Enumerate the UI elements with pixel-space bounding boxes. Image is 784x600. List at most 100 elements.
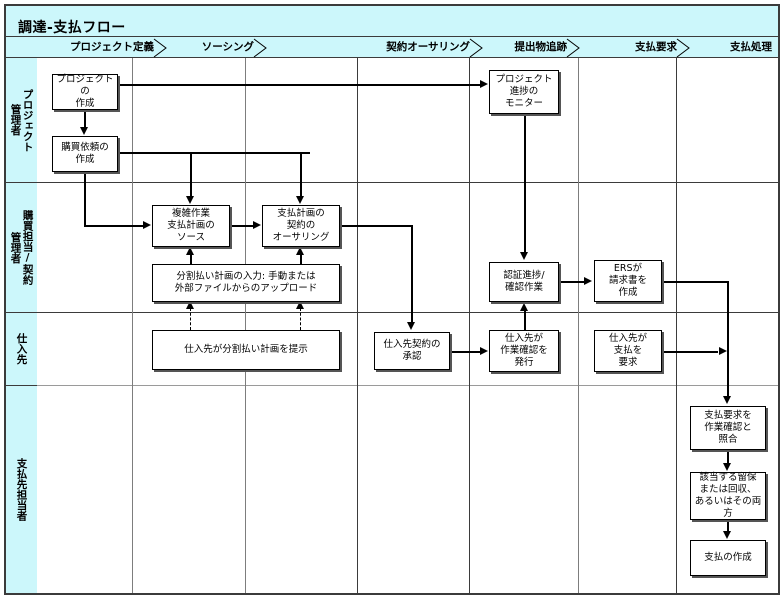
connector-line [84, 225, 144, 227]
phase-label-project-definition: プロジェクト定義 [70, 41, 154, 53]
lane-header-buyer-contract-manager: 購買担当/契約 管理者 [6, 183, 37, 313]
node-label: 分割払い計画の入力: 手動または 外部ファイルからのアップロード [174, 270, 318, 294]
phase-label-deliverable-tracking: 提出物追跡 [514, 41, 568, 53]
title-bar: 調達-支払フロー [6, 6, 778, 36]
node-enter-installment-plan[interactable]: 分割払い計画の入力: 手動または 外部ファイルからのアップロード [152, 264, 340, 302]
node-source-complex-work[interactable]: 複雑作業 支払計画の ソース [152, 205, 230, 247]
connector-line [524, 114, 526, 252]
arrow-head-up [296, 301, 305, 309]
connector-line [84, 110, 86, 128]
connector-line [727, 520, 729, 532]
connector-line [411, 225, 413, 323]
node-label: 該当する留保 または回収、 あるいはその両方 [694, 471, 762, 520]
phase-label-contract-authoring: 契約オーサリング [386, 41, 470, 53]
lane-label-text: プロジェクト 管理者 [9, 88, 34, 152]
page-title: 調達-支払フロー [18, 20, 126, 36]
arrow-head-down [296, 196, 305, 204]
node-create-purchase-req[interactable]: 購買依頼の 作成 [52, 136, 118, 172]
node-create-project[interactable]: プロジェクトの 作成 [52, 74, 118, 110]
connector-line [118, 152, 310, 154]
node-author-payment-plan[interactable]: 支払計画の 契約の オーサリング [262, 205, 340, 247]
node-supplier-request-payment[interactable]: 仕入先が 支払を 要求 [594, 330, 662, 372]
node-label: 支払の作成 [704, 551, 752, 563]
node-verify-progress[interactable]: 認証進捗/ 確認作業 [489, 262, 559, 302]
lane-label-text: 支払先担当者 [15, 458, 28, 521]
node-label: 支払計画の 契約の オーサリング [272, 207, 330, 244]
phase-label-payment-request: 支払要求 [635, 41, 677, 53]
connector-line [118, 84, 482, 86]
column-separator [676, 58, 677, 593]
arrow-head-down [723, 463, 732, 471]
node-label: ERSが 請求書を 作成 [608, 262, 647, 299]
connector-line [727, 281, 729, 397]
node-label: 支払要求を 作業確認と 照合 [704, 409, 752, 446]
arrow-head-right [584, 277, 592, 286]
connector-line [662, 281, 728, 283]
connector-line [230, 225, 254, 227]
phase-label-payment-processing: 支払処理 [730, 41, 772, 53]
arrow-head-down [80, 127, 89, 135]
node-label: 複雑作業 支払計画の ソース [167, 207, 215, 244]
connector-line-dashed [300, 308, 301, 330]
chevron-icon [566, 38, 580, 58]
arrow-head-right [719, 347, 727, 356]
node-label: 仕入先が 支払を 要求 [608, 332, 647, 369]
connector-line-dashed [190, 308, 191, 330]
lane-body-buyer-contract-manager [37, 183, 778, 313]
lane-body-project-manager [37, 58, 778, 183]
node-label: プロジェクト 進捗の モニター [495, 73, 553, 110]
node-retention-recovery[interactable]: 該当する留保 または回収、 あるいはその両方 [690, 472, 766, 520]
connector-line [300, 152, 302, 196]
lane-label-text: 購買担当/契約 管理者 [9, 210, 34, 285]
column-separator [357, 58, 358, 593]
node-supplier-submit-plan[interactable]: 仕入先が分割払い計画を提示 [152, 330, 340, 370]
node-label: 認証進捗/ 確認作業 [503, 269, 545, 293]
chevron-icon [253, 38, 267, 58]
column-separator [578, 58, 579, 593]
column-separator [469, 58, 470, 593]
node-label: プロジェクトの 作成 [56, 73, 114, 110]
connector-line [190, 152, 192, 196]
lane-body-payee-representative [37, 386, 778, 593]
connector-line [662, 351, 718, 353]
node-label: 購買依頼の 作成 [61, 141, 109, 165]
connector-line [84, 172, 86, 226]
arrow-head-down [723, 531, 732, 539]
phase-label-sourcing: ソーシング [201, 41, 254, 53]
arrow-head-right [253, 221, 261, 230]
node-create-payment[interactable]: 支払の作成 [690, 540, 766, 576]
arrow-head-up [520, 303, 529, 311]
node-monitor-project[interactable]: プロジェクト 進捗の モニター [489, 70, 559, 114]
connector-line [340, 225, 412, 227]
lane-header-supplier: 仕入先 [6, 313, 37, 386]
arrow-head-up [186, 301, 195, 309]
arrow-head-up [296, 247, 305, 255]
arrow-head-right [480, 347, 488, 356]
connector-line [727, 450, 729, 464]
arrow-head-down [186, 196, 195, 204]
connector-line [524, 310, 526, 330]
column-separator [132, 58, 133, 593]
phase-header-band: プロジェクト定義 ソーシング 契約オーサリング 提出物追跡 支払要求 支払処理 [6, 36, 778, 58]
node-ers-create-invoice[interactable]: ERSが 請求書を 作成 [594, 260, 662, 302]
connector-line [450, 351, 480, 353]
connector-line [300, 254, 302, 266]
lane-header-project-manager: プロジェクト 管理者 [6, 58, 37, 183]
arrow-head-up [186, 247, 195, 255]
connector-line [190, 254, 192, 266]
node-label: 仕入先が 作業確認を 発行 [500, 332, 548, 369]
column-separator [245, 58, 246, 593]
arrow-head-right [480, 80, 488, 89]
node-supplier-approve-contract[interactable]: 仕入先契約の 承認 [374, 332, 450, 370]
arrow-head-down [723, 396, 732, 404]
node-label: 仕入先契約の 承認 [383, 338, 441, 362]
node-match-payment-request[interactable]: 支払要求を 作業確認と 照合 [690, 406, 766, 450]
arrow-head-down [520, 252, 529, 260]
lane-header-payee-representative: 支払先担当者 [6, 386, 37, 593]
arrow-head-right [143, 221, 151, 230]
chevron-icon [153, 38, 167, 58]
lane-label-text: 仕入先 [15, 333, 28, 365]
connector-line [559, 281, 585, 283]
node-supplier-confirm-work[interactable]: 仕入先が 作業確認を 発行 [489, 330, 559, 372]
